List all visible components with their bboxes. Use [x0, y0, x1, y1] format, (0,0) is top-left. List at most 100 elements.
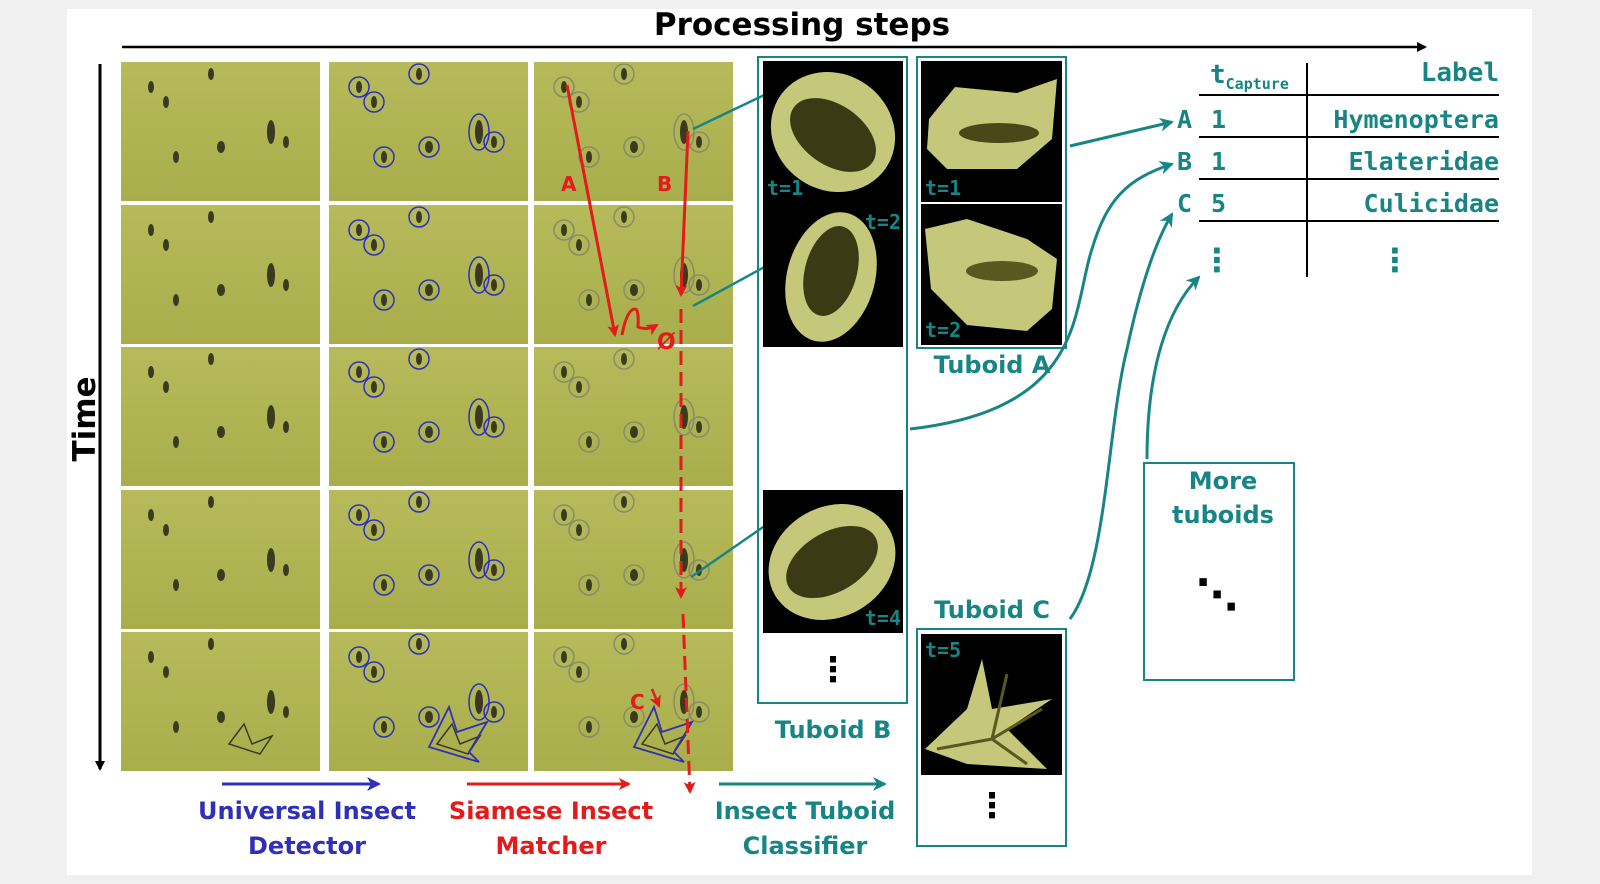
insect-mosquito — [640, 722, 687, 755]
arrow-tuboid-b — [909, 161, 1174, 431]
insect-blob — [267, 405, 275, 429]
video-frame — [534, 205, 733, 344]
insect-blob — [621, 68, 627, 80]
insect-beetle-shape — [790, 98, 876, 172]
row-c-label: Culicidae — [1364, 189, 1499, 218]
insect-blob — [425, 711, 433, 723]
insect-blob — [148, 81, 154, 93]
row-a-id: A — [1177, 105, 1192, 134]
video-frame — [121, 490, 320, 629]
insect-blob — [173, 721, 179, 733]
insect-blob — [491, 564, 497, 576]
stage-matcher-line1: Siamese Insect — [449, 797, 653, 825]
detection-outline — [363, 376, 385, 398]
stage-classifier-line1: Insect Tuboid — [715, 797, 896, 825]
insect-blob — [416, 68, 422, 80]
insect-beetle-shape — [803, 226, 859, 316]
detection-outline — [553, 361, 575, 383]
more-tuboids-line1: More — [1189, 467, 1257, 495]
insect-blob — [208, 638, 214, 650]
arrow-tuboid-a — [1069, 117, 1174, 148]
figure-canvas: Processing steps Time A B C Ø t=1 t=2 — [67, 9, 1532, 875]
stage-detector-line1: Universal Insect — [198, 797, 416, 825]
detection-outline — [348, 361, 370, 383]
insect-blob — [416, 638, 422, 650]
detection-outline — [483, 559, 505, 581]
row-b-label: Elateridae — [1348, 147, 1499, 176]
detection-outline — [408, 491, 430, 513]
insect-blob — [208, 68, 214, 80]
detection-outline — [408, 63, 430, 85]
insect-blob — [371, 666, 377, 678]
insect-blob — [163, 381, 169, 393]
track-c-label: C — [630, 690, 645, 714]
detection-outline — [373, 146, 395, 168]
insect-wasp-shape — [959, 123, 1039, 143]
tuboid-c-more-dots: ⋮ — [975, 786, 1009, 826]
insect-blob — [475, 263, 483, 287]
detection-outline — [553, 646, 575, 668]
detection-outline — [568, 234, 590, 256]
insect-mosquito — [435, 722, 482, 755]
detection-outline — [688, 701, 710, 723]
insect-blob — [217, 569, 225, 581]
insect-blob — [475, 120, 483, 144]
stage-detector-line2: Detector — [248, 832, 366, 860]
more-tuboids-box — [1143, 462, 1295, 681]
row-a-t: 1 — [1211, 105, 1226, 134]
video-frame — [534, 632, 733, 771]
insect-blob — [371, 381, 377, 393]
detection-outline — [673, 113, 695, 151]
detection-outline — [613, 633, 635, 655]
insect-blob — [621, 211, 627, 223]
tuboid-b-more-dots: ⋮ — [816, 650, 850, 690]
insect-blob — [356, 224, 362, 236]
detection-outline — [373, 289, 395, 311]
detection-outline — [483, 701, 505, 723]
tuboid-b: t=1 t=2 t=4 ⋮ Tuboid B — [757, 56, 908, 744]
header-t-capture: tCapture — [1210, 60, 1289, 93]
insect-blob — [371, 524, 377, 536]
insect-blob — [586, 721, 592, 733]
insect-blob — [381, 579, 387, 591]
tuboid-c: t=5 ⋮ Tuboid C — [916, 596, 1067, 847]
frame-image — [121, 632, 320, 771]
insect-blob — [283, 136, 289, 148]
video-frame — [329, 205, 528, 344]
insect-blob — [630, 284, 638, 296]
insect-blob — [576, 524, 582, 536]
detection-outline — [373, 574, 395, 596]
insect-blob — [381, 151, 387, 163]
classifier-arrows — [909, 117, 1201, 620]
detection-outline — [553, 76, 575, 98]
row-a-label: Hymenoptera — [1333, 105, 1499, 134]
insect-blob — [217, 426, 225, 438]
insect-blob — [173, 294, 179, 306]
detection-outline — [623, 421, 645, 443]
insect-blob — [621, 638, 627, 650]
more-tuboids: More tuboids ⋱ — [1143, 462, 1295, 681]
detection-outline — [418, 706, 440, 728]
arrow-more-tuboids — [1145, 275, 1201, 460]
stage-labels: Universal Insect Detector Siamese Insect… — [198, 777, 896, 860]
detection-outline — [623, 706, 645, 728]
detection-outline — [623, 279, 645, 301]
more-tuboids-line2: tuboids — [1172, 501, 1274, 529]
tuboid-a: t=1 t=2 Tuboid A — [916, 56, 1067, 379]
detection-outline — [613, 63, 635, 85]
row-c-id: C — [1177, 189, 1192, 218]
row-c-t: 5 — [1211, 189, 1226, 218]
diagram-title: Processing steps — [654, 9, 950, 43]
track-a-lost-curve — [620, 307, 659, 336]
insect-blob — [576, 381, 582, 393]
insect-blob — [630, 426, 638, 438]
detection-outline — [408, 206, 430, 228]
detection-outline — [568, 519, 590, 541]
detection-outline — [408, 348, 430, 370]
lost-track-symbol: Ø — [657, 330, 676, 355]
detection-outline — [688, 416, 710, 438]
insect-blob — [381, 436, 387, 448]
detection-outline — [373, 716, 395, 738]
insect-blob — [491, 136, 497, 148]
detection-outline — [483, 416, 505, 438]
